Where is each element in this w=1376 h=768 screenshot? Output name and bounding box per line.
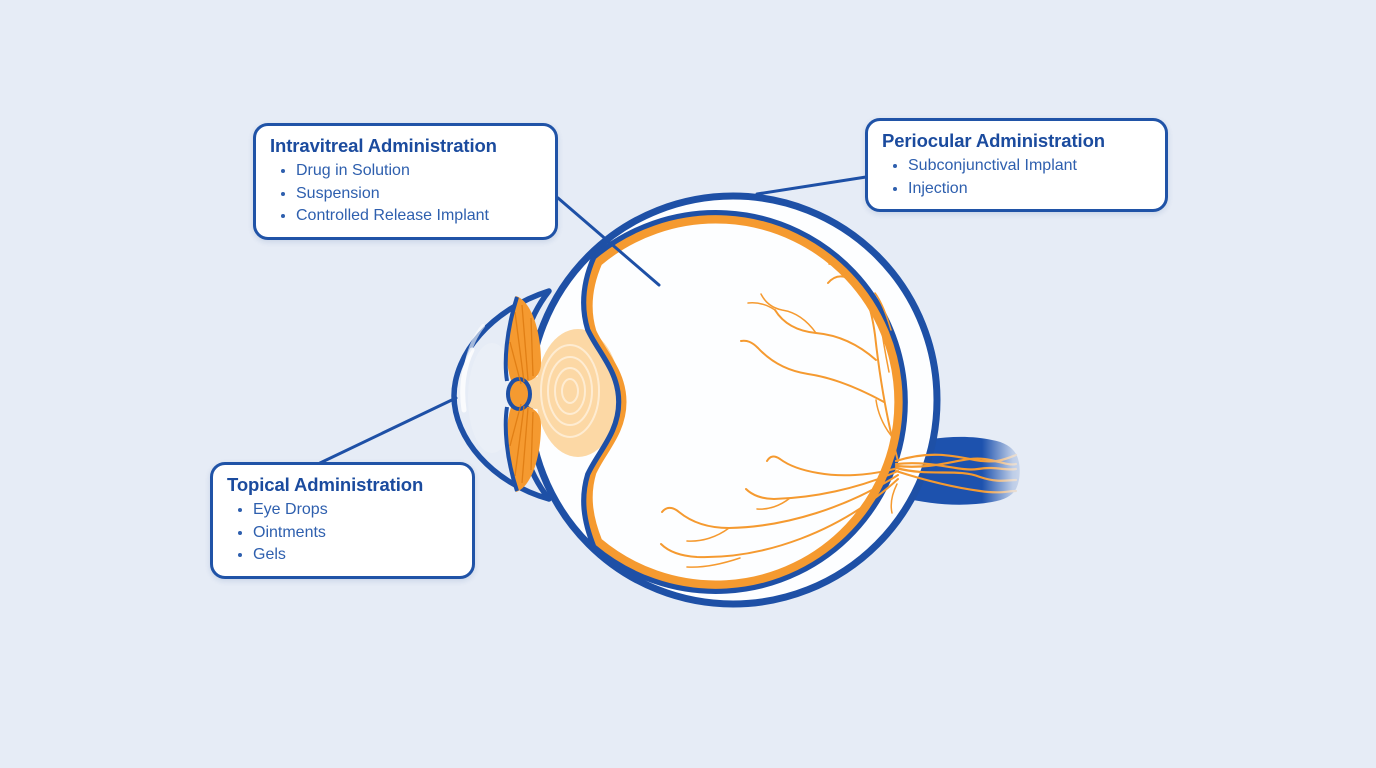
callout-intravitreal: Intravitreal Administration Drug in Solu…	[253, 123, 558, 240]
callout-title: Intravitreal Administration	[270, 135, 497, 156]
callout-periocular: Periocular Administration Subconjunctiva…	[865, 118, 1168, 212]
leader-intravitreal	[556, 196, 661, 287]
nerve-fade	[982, 426, 1038, 512]
callout-title: Periocular Administration	[882, 130, 1105, 151]
leader-lines	[318, 175, 868, 465]
callout-topical: Topical Administration Eye Drops Ointmen…	[210, 462, 475, 579]
callout-list: Eye Drops Ointments Gels	[227, 499, 458, 567]
lens-rings	[540, 344, 600, 438]
membrane-outline	[581, 210, 908, 594]
callout-item: Injection	[908, 178, 1151, 201]
pupil-knob	[506, 377, 532, 411]
cornea-highlight	[465, 324, 485, 363]
iris-anterior-line	[503, 296, 519, 492]
callout-list: Drug in Solution Suspension Controlled R…	[270, 160, 541, 228]
callout-item: Gels	[253, 544, 458, 567]
lens	[523, 329, 620, 457]
leader-topical	[318, 396, 458, 465]
vitreous-body	[581, 210, 908, 594]
callout-item: Drug in Solution	[296, 160, 541, 183]
callout-item: Controlled Release Implant	[296, 205, 541, 228]
callout-list: Subconjunctival Implant Injection	[882, 155, 1151, 200]
retinal-blood-vessels	[660, 263, 899, 568]
callout-item: Eye Drops	[253, 499, 458, 522]
iris-streaks	[509, 304, 534, 484]
iris	[503, 296, 541, 492]
callout-item: Subconjunctival Implant	[908, 155, 1151, 178]
callout-title: Topical Administration	[227, 474, 424, 495]
callout-item: Suspension	[296, 183, 541, 206]
leader-periocular	[755, 175, 868, 196]
callout-item: Ointments	[253, 522, 458, 545]
